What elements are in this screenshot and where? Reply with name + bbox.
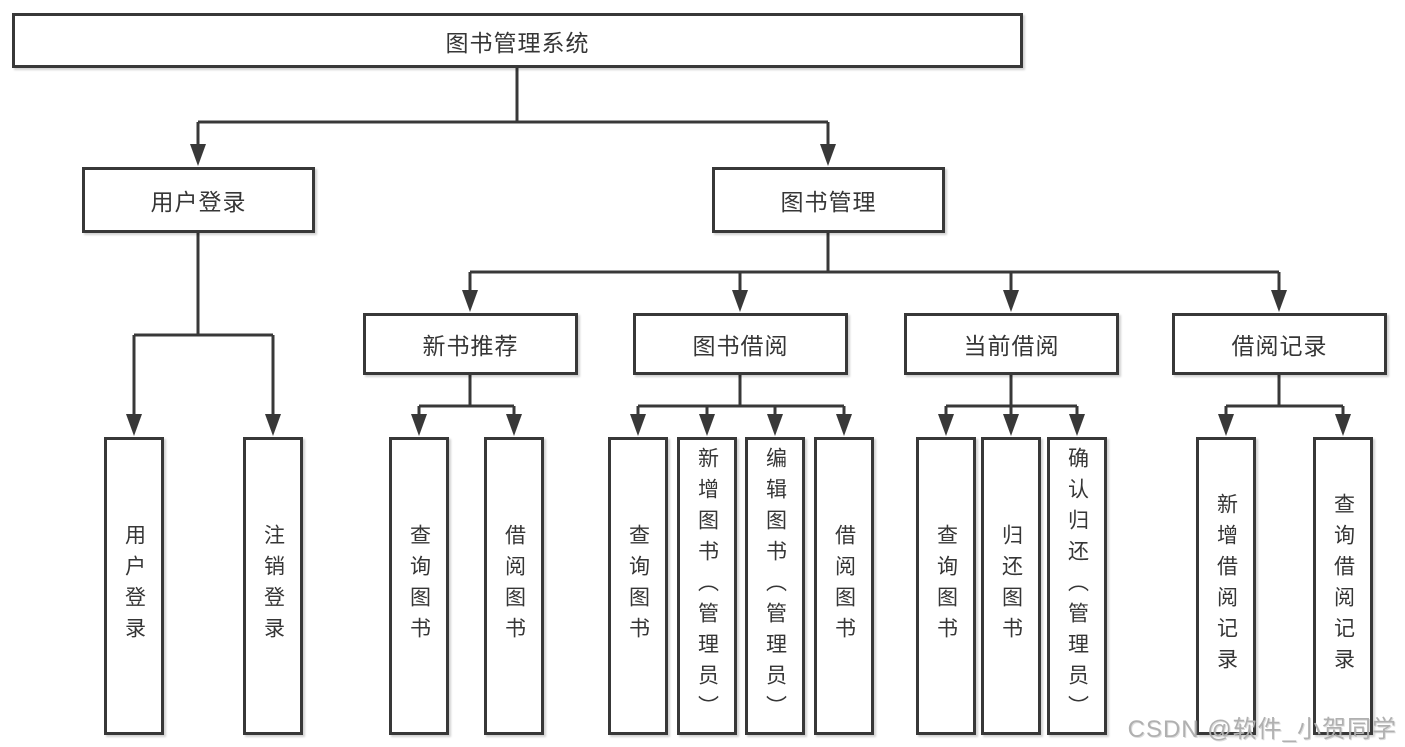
leaf-edit-books-admin: 编辑图书（管理员）: [745, 437, 805, 735]
leaf-add-books-admin: 新增图书（管理员）: [677, 437, 737, 735]
node-book-borrowing-label: 图书借阅: [692, 333, 789, 359]
leaf-query-books-current: 查询图书: [916, 437, 976, 735]
leaf-add-borrow-record-label: 新增借阅记录: [1214, 493, 1238, 679]
node-book-management-label: 图书管理: [780, 189, 877, 215]
node-new-book-recommend-label: 新书推荐: [422, 333, 519, 359]
node-user-login: 用户登录: [82, 167, 315, 233]
leaf-query-borrow-record-label: 查询借阅记录: [1331, 493, 1355, 679]
leaf-return-books-label: 归还图书: [999, 524, 1023, 648]
leaf-query-books-borrowing-label: 查询图书: [626, 524, 650, 648]
leaf-confirm-return-admin: 确认归还（管理员）: [1047, 437, 1107, 735]
node-current-borrowing: 当前借阅: [904, 313, 1119, 375]
leaf-edit-books-admin-label: 编辑图书（管理员）: [763, 446, 787, 726]
node-book-management: 图书管理: [712, 167, 945, 233]
leaf-logout-label: 注销登录: [261, 524, 285, 648]
node-root: 图书管理系统: [12, 13, 1023, 68]
node-root-label: 图书管理系统: [445, 29, 590, 56]
leaf-borrow-books: 借阅图书: [814, 437, 874, 735]
node-current-borrowing-label: 当前借阅: [963, 333, 1060, 359]
leaf-confirm-return-admin-label: 确认归还（管理员）: [1065, 446, 1089, 726]
leaf-borrow-books-recommend-label: 借阅图书: [502, 524, 526, 648]
leaf-user-login: 用户登录: [104, 437, 164, 735]
leaf-return-books: 归还图书: [981, 437, 1041, 735]
node-borrowing-records: 借阅记录: [1172, 313, 1387, 375]
leaf-add-books-admin-label: 新增图书（管理员）: [695, 446, 719, 726]
leaf-query-borrow-record: 查询借阅记录: [1313, 437, 1373, 735]
leaf-logout: 注销登录: [243, 437, 303, 735]
watermark: CSDN @软件_小贺同学: [1127, 716, 1397, 743]
leaf-query-books-recommend-label: 查询图书: [407, 524, 431, 648]
leaf-query-books-recommend: 查询图书: [389, 437, 449, 735]
leaf-query-books-borrowing: 查询图书: [608, 437, 668, 735]
node-book-borrowing: 图书借阅: [633, 313, 848, 375]
leaf-user-login-label: 用户登录: [122, 524, 146, 648]
node-borrowing-records-label: 借阅记录: [1231, 333, 1328, 359]
leaf-query-books-current-label: 查询图书: [934, 524, 958, 648]
leaf-add-borrow-record: 新增借阅记录: [1196, 437, 1256, 735]
node-user-login-label: 用户登录: [150, 189, 247, 215]
leaf-borrow-books-label: 借阅图书: [832, 524, 856, 648]
leaf-borrow-books-recommend: 借阅图书: [484, 437, 544, 735]
node-new-book-recommend: 新书推荐: [363, 313, 578, 375]
